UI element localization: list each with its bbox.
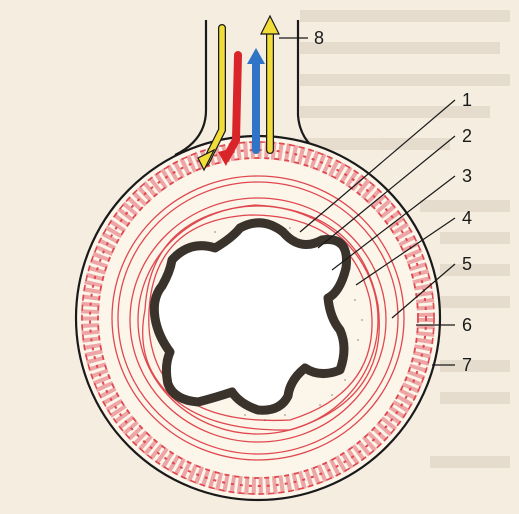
label-2: 2 — [462, 126, 472, 146]
label-3: 3 — [462, 166, 472, 186]
label-8: 8 — [314, 28, 324, 48]
label-1: 1 — [462, 90, 472, 110]
label-6: 6 — [462, 315, 472, 335]
label-4: 4 — [462, 208, 472, 228]
label-5: 5 — [462, 254, 472, 274]
label-7: 7 — [462, 355, 472, 375]
